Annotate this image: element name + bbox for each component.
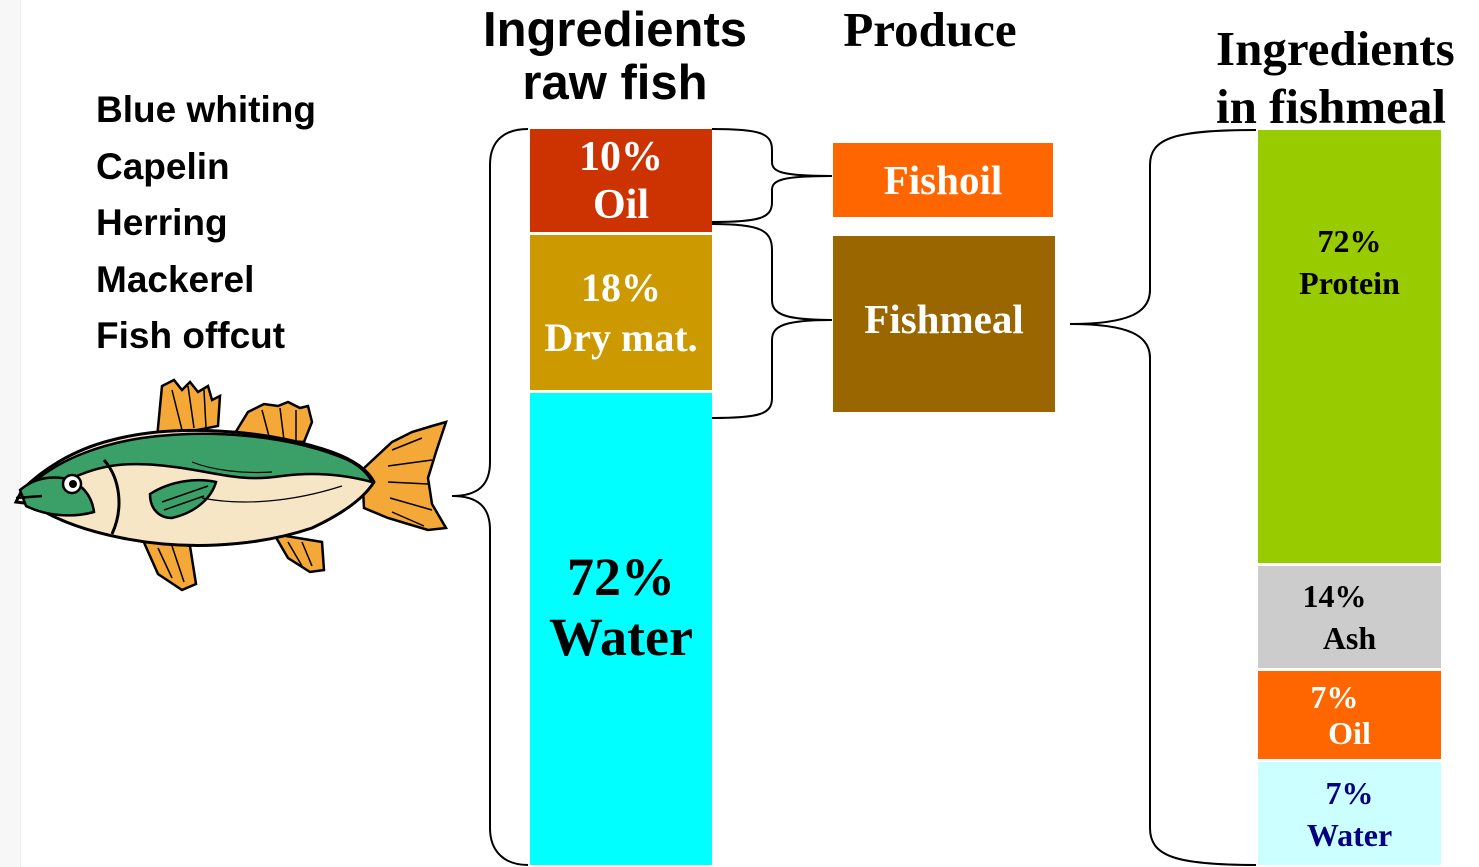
- fishmeal-ash-pct: 14%: [1302, 578, 1367, 614]
- raw-fish-drymatter-segment: 18% Dry mat.: [530, 235, 712, 390]
- raw-fish-oil-pct: 10%: [579, 133, 663, 180]
- fishmeal-protein-label: Protein: [1299, 264, 1400, 301]
- species-item: Capelin: [96, 145, 230, 187]
- species-item: Blue whiting: [96, 89, 316, 130]
- fishmeal-protein-pct: 72%: [1317, 222, 1382, 259]
- fishoil-label: Fishoil: [883, 157, 1003, 203]
- fishmeal-water-label: Water: [1306, 816, 1393, 853]
- raw-fish-brace: [451, 128, 529, 866]
- produce-heading: Produce: [843, 2, 1017, 57]
- fishmeal-oil-label: Oil: [1328, 715, 1371, 751]
- fishmeal-protein-segment: 72% Protein: [1258, 130, 1441, 563]
- fishoil-box: Fishoil: [833, 143, 1053, 217]
- slide-edge: [0, 0, 21, 867]
- fishmeal-brace: [711, 223, 833, 419]
- species-list: Blue whiting Capelin Herring Mackerel Fi…: [96, 82, 316, 365]
- raw-fish-drymatter-label: Dry mat.: [544, 314, 698, 360]
- fishmeal-ash-segment: 14% Ash: [1258, 566, 1441, 668]
- fishmeal-heading: Ingredients in fishmeal: [1216, 20, 1479, 136]
- fishmeal-label: Fishmeal: [864, 296, 1024, 342]
- fishmeal-ingredients-brace: [1069, 129, 1257, 866]
- raw-fish-drymatter-pct: 18%: [581, 264, 661, 310]
- fishmeal-heading-line1: Ingredients: [1216, 21, 1455, 76]
- raw-fish-heading-line1: Ingredients: [482, 3, 748, 57]
- fishmeal-heading-line2: in fishmeal: [1216, 79, 1447, 134]
- raw-fish-water-segment: 72% Water: [530, 393, 712, 865]
- fishmeal-box: Fishmeal: [833, 236, 1055, 412]
- raw-fish-oil-segment: 10% Oil: [530, 129, 712, 232]
- fishmeal-water-pct: 7%: [1325, 774, 1374, 811]
- raw-fish-water-pct: 72%: [567, 547, 675, 607]
- species-item: Mackerel: [96, 258, 255, 300]
- raw-fish-heading-line2: raw fish: [522, 55, 708, 110]
- fishmeal-ash-label: Ash: [1322, 620, 1377, 656]
- raw-fish-water-label: Water: [549, 607, 693, 667]
- species-item: Fish offcut: [96, 315, 286, 356]
- fish-icon: [13, 378, 449, 592]
- fishmeal-water-segment: 7% Water: [1258, 762, 1441, 865]
- fishmeal-oil-segment: 7% Oil: [1258, 671, 1441, 759]
- raw-fish-oil-label: Oil: [592, 181, 649, 228]
- raw-fish-heading: Ingredients raw fish: [470, 4, 760, 110]
- species-item: Herring: [96, 202, 228, 243]
- fishmeal-oil-pct: 7%: [1310, 679, 1359, 715]
- oil-brace: [711, 128, 833, 223]
